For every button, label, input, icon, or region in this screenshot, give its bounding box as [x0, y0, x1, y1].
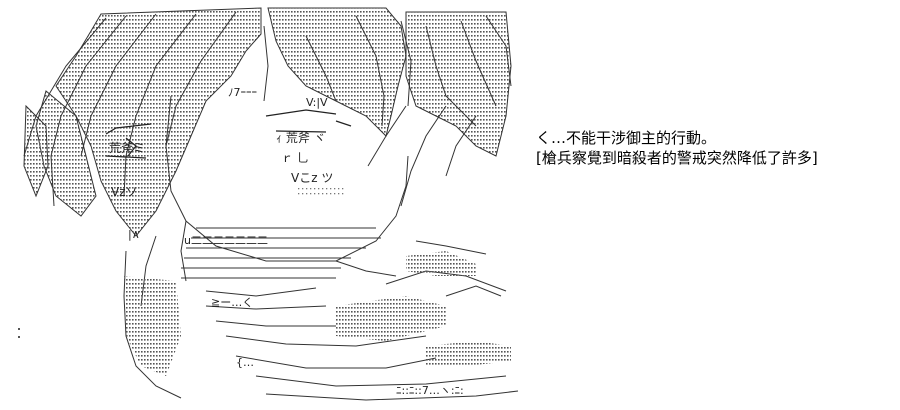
- svg-text:ﾆ::ﾆ::7…ヽ:ﾆ:: ﾆ::ﾆ::7…ヽ:ﾆ:: [396, 384, 464, 397]
- mouth: u二二二二二二二: [181, 227, 381, 279]
- face-outline: [165, 95, 409, 282]
- neck-collar: ≧ー…く |∧ {… ﾆ::ﾆ::7…ヽ:ﾆ:: [123, 228, 519, 401]
- clothing-shading: [124, 251, 511, 376]
- right-eye: ｨ 荒斧 ヾ V:|V ﾉ7ｰｰｰ: [228, 86, 352, 145]
- svg-text:V:|V: V:|V: [306, 96, 328, 109]
- svg-text:≧ー…く: ≧ー…く: [211, 296, 253, 309]
- svg-text:Vこz ツ: Vこz ツ: [291, 171, 333, 185]
- narration-line: [槍兵察覺到暗殺者的警戒突然降低了許多]: [536, 149, 818, 167]
- svg-text:荒斧ミ: 荒斧ミ: [109, 141, 145, 155]
- svg-text:ﾉ7ｰｰｰ: ﾉ7ｰｰｰ: [228, 86, 257, 99]
- svg-text:u二二二二二二二: u二二二二二二二: [184, 234, 268, 247]
- hair-mass: [23, 7, 512, 237]
- hair-strands: [23, 11, 512, 207]
- nose-cheeks: ｒ 乚 Vこz ツ Vzソ: [111, 151, 333, 199]
- dialogue-box: く…不能干涉御主的行動。 [槍兵察覺到暗殺者的警戒突然降低了許多]: [536, 128, 818, 168]
- ascii-art-character: 荒斧ミ ｨ 荒斧 ヾ V:|V ﾉ7ｰｰｰ ｒ 乚 Vこz ツ Vzソ: [6, 6, 526, 404]
- svg-text:Vzソ: Vzソ: [111, 185, 138, 199]
- cheek-blush-dots: [296, 186, 344, 196]
- svg-text:{…: {…: [236, 356, 254, 369]
- speech-line: く…不能干涉御主的行動。: [536, 129, 717, 147]
- left-eye: 荒斧ミ: [105, 123, 152, 159]
- svg-text:ｨ 荒斧 ヾ: ｨ 荒斧 ヾ: [276, 131, 326, 145]
- stray-dots: [18, 328, 20, 338]
- ascii-art-canvas: 荒斧ミ ｨ 荒斧 ヾ V:|V ﾉ7ｰｰｰ ｒ 乚 Vこz ツ Vzソ: [18, 7, 519, 401]
- svg-text:|∧: |∧: [128, 228, 140, 241]
- svg-text:ｒ 乚: ｒ 乚: [281, 151, 309, 165]
